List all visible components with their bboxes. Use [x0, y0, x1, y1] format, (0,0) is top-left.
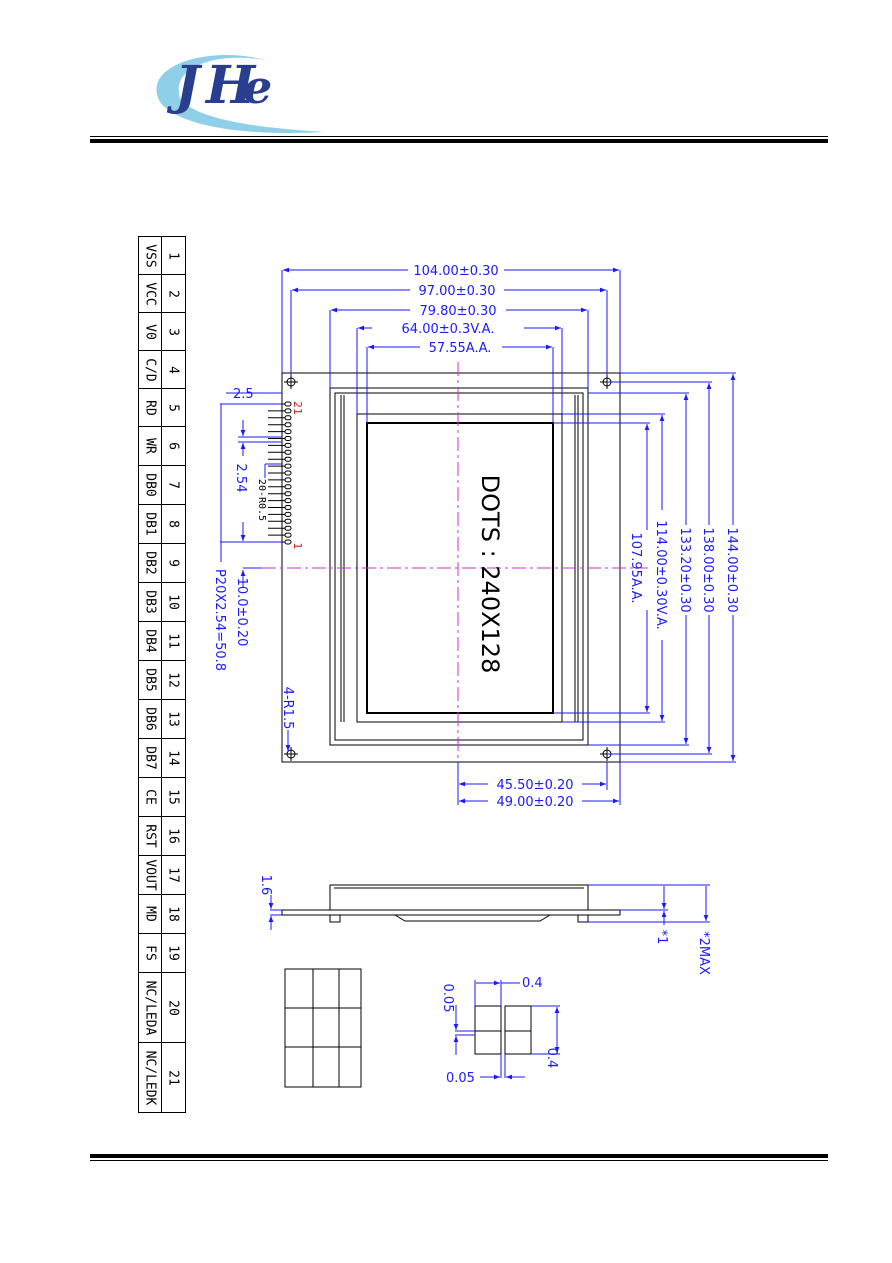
header-rule-thin: [90, 136, 828, 137]
dim-center-full: 49.00±0.20: [496, 795, 573, 810]
pin-number-cell: 11: [160, 621, 187, 661]
pin-number-cell: 12: [160, 660, 187, 700]
pin-number-cell: 16: [160, 816, 187, 856]
dim-height-bezel: 133.20±0.30: [677, 527, 692, 612]
dim-pin-pad: 20-R0.5: [256, 479, 267, 521]
svg-text:H: H: [204, 55, 257, 116]
side-note-1: *1: [654, 930, 669, 945]
dim-width-total: 104.00±0.30: [413, 264, 498, 279]
dot-gap-b: 0.05: [446, 1071, 475, 1086]
connector-pad: [284, 463, 292, 469]
connector-pad: [284, 422, 292, 428]
dim-width-va: 64.00±0.3V.A.: [402, 322, 495, 337]
pin-number-cell: 5: [160, 388, 187, 427]
connector-pad: [284, 456, 292, 462]
dot-detail-3: [474, 1030, 502, 1055]
side-note-2: *2MAX: [696, 931, 711, 975]
connector-pad: [284, 505, 292, 510]
pin-number-cell: 21: [160, 1042, 187, 1113]
connector-pads: [268, 401, 292, 545]
pin-label-first: 21: [291, 401, 304, 415]
connector-pad: [284, 408, 292, 414]
dot-size-a: 0.4: [522, 976, 543, 991]
dot-detail-2: [504, 1005, 532, 1032]
pixel-grid-detail: [284, 968, 362, 1088]
connector-pad: [284, 484, 292, 490]
connector-pad: [284, 491, 292, 497]
connector-pad: [284, 498, 292, 504]
company-logo: J H e: [156, 54, 325, 133]
corner-radius: 4-R1.5: [280, 687, 295, 730]
dim-height-total: 144.00±0.30: [724, 527, 739, 612]
connector-pad: [284, 518, 292, 524]
pin-label-last: 1: [291, 543, 304, 550]
footer-rule: [90, 1154, 828, 1158]
dim-pin-offset: 2.5: [233, 387, 254, 402]
pin-number-cell: 3: [160, 312, 187, 351]
connector-pad: [284, 525, 292, 531]
connector-pad: [284, 429, 292, 435]
connector-pad: [284, 415, 292, 421]
pin-number-cell: 14: [160, 738, 187, 778]
connector-pad: [284, 401, 292, 407]
connector-pad: [284, 436, 292, 441]
dots-label: DOTS : 240X128: [476, 475, 504, 674]
dot-detail-1: [474, 1005, 502, 1032]
connector-pad: [284, 532, 292, 538]
bezel-outline: [329, 387, 589, 746]
pin-number-cell: 17: [160, 855, 187, 895]
dim-pin-first: 10.0±0.20: [234, 578, 249, 647]
dim-center-half: 45.50±0.20: [496, 778, 573, 793]
dim-height-aa: 107.95A.A.: [628, 532, 643, 603]
dim-height-va: 114.00±0.30V.A.: [653, 520, 668, 629]
dim-width-holes: 97.00±0.30: [418, 284, 495, 299]
connector-pad: [284, 539, 292, 545]
svg-text:e: e: [243, 60, 272, 114]
footer-rule-thin: [90, 1160, 828, 1161]
pin-number-cell: 8: [160, 504, 187, 544]
dot-detail-4: [504, 1030, 532, 1055]
dim-height-holes: 138.00±0.30: [700, 527, 715, 612]
pin-number-cell: 4: [160, 350, 187, 389]
side-thickness: 1.6: [258, 875, 273, 896]
connector-pad: [284, 442, 292, 448]
connector-pad: [284, 511, 292, 517]
dim-pin-pitch: 2.54: [233, 464, 248, 493]
header-rule: [90, 139, 828, 143]
pin-number-cell: 13: [160, 699, 187, 739]
pin-number-cell: 10: [160, 582, 187, 622]
pin-number-cell: 7: [160, 465, 187, 505]
dim-pin-span: P20X2.54=50.8: [212, 569, 227, 671]
side-view-bezel: [329, 884, 589, 911]
connector-pad: [284, 449, 292, 455]
dim-width-aa: 57.55A.A.: [429, 341, 492, 356]
pin-number-cell: 15: [160, 777, 187, 817]
side-view-pcb: [281, 909, 621, 916]
connector-pad: [284, 470, 292, 476]
dim-width-bezel: 79.80±0.30: [419, 304, 496, 319]
connector-pad: [284, 477, 292, 483]
dot-gap-a: 0.05: [440, 984, 455, 1013]
